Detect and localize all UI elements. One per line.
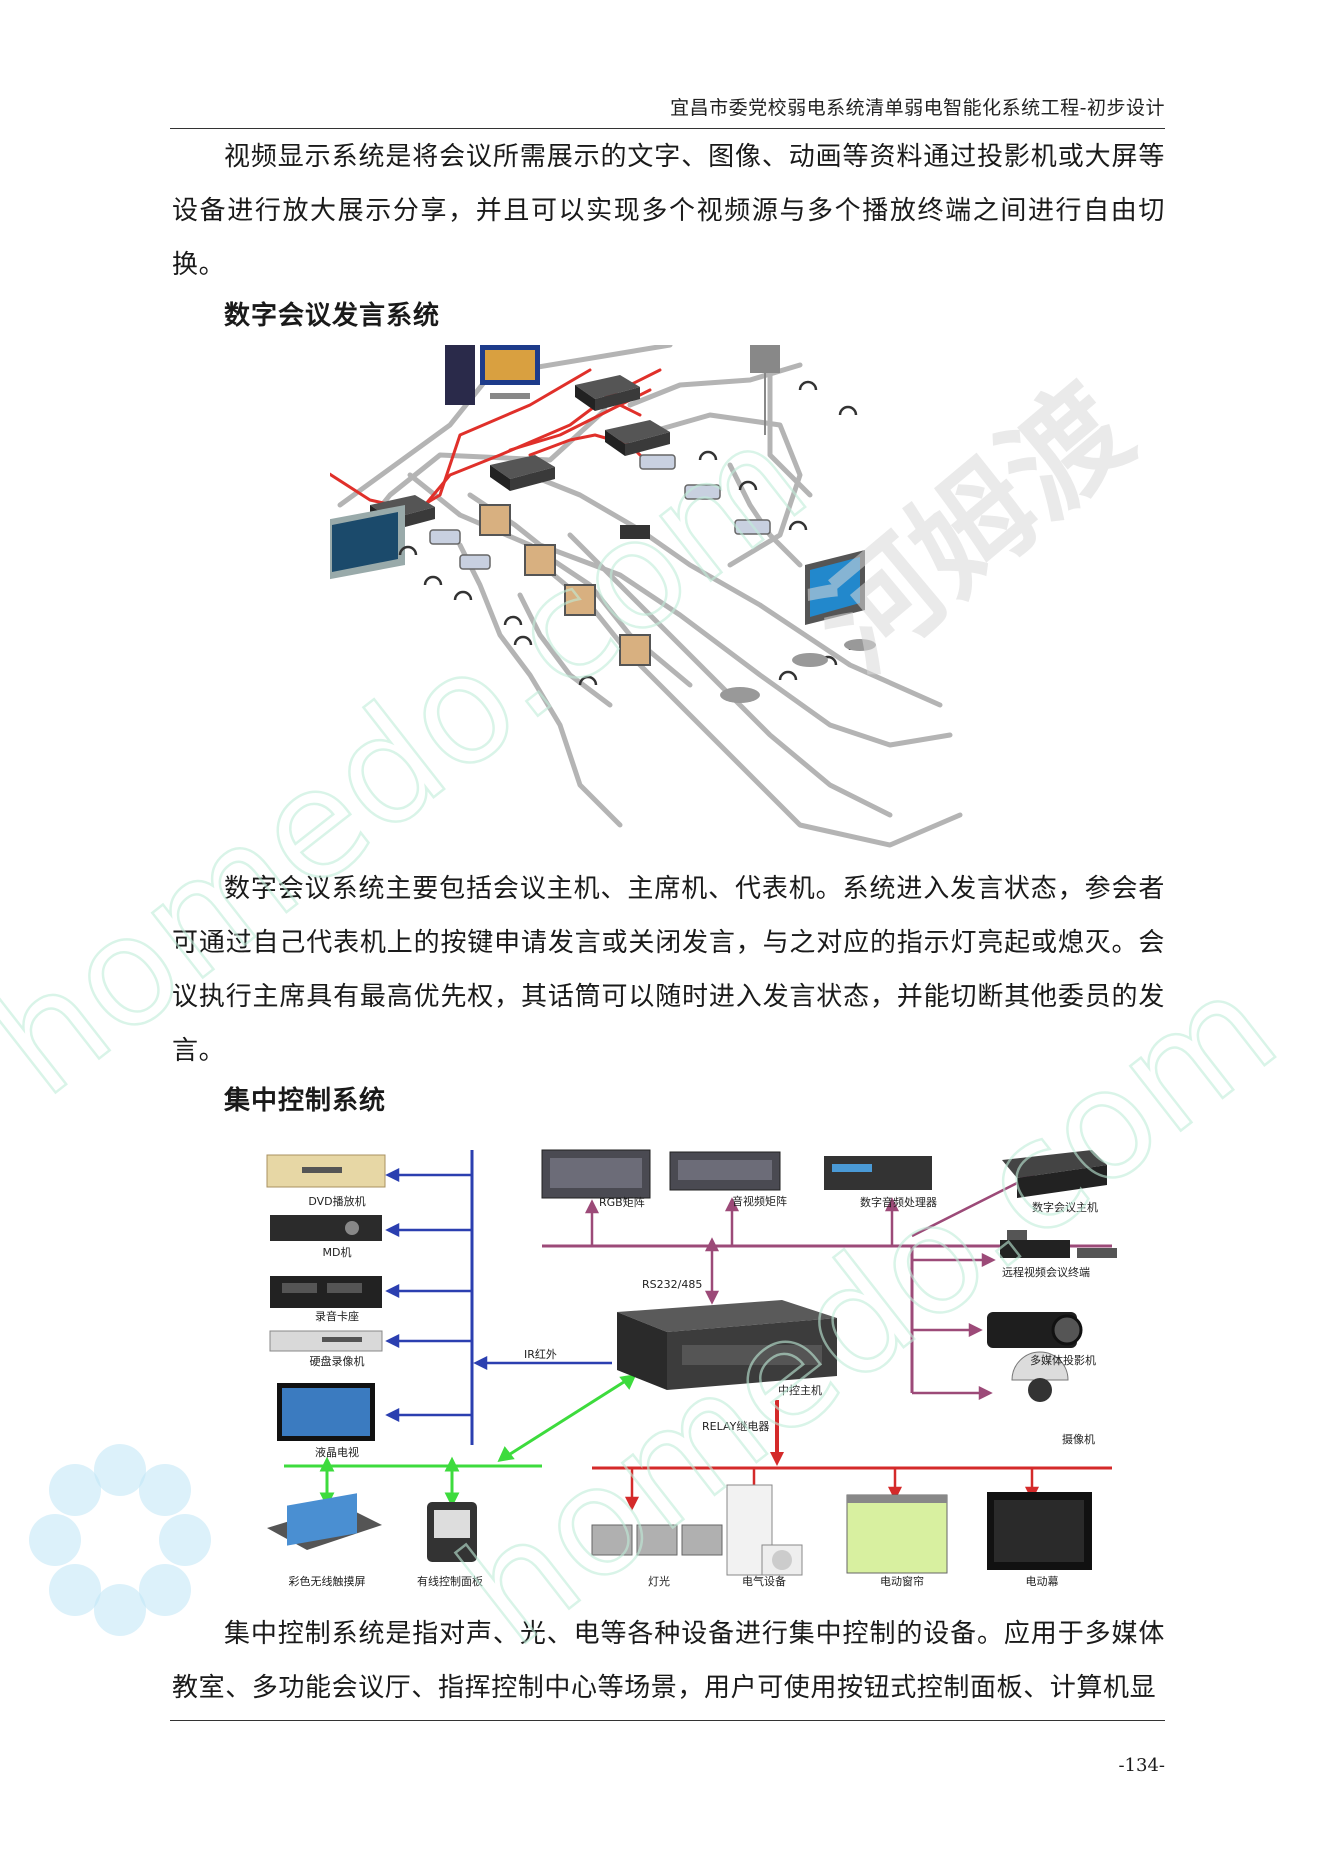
- label-screen: 电动幕: [1026, 1574, 1059, 1588]
- device: [267, 1493, 382, 1550]
- device: [1011, 1351, 1069, 1402]
- device: [277, 1383, 375, 1441]
- paragraph-central-control: 集中控制系统是指对声、光、电等各种设备进行集中控制的设备。应用于多媒体教室、多功…: [172, 1619, 1165, 1703]
- device: [824, 1156, 932, 1190]
- device: [591, 1524, 723, 1556]
- device: [270, 1215, 382, 1241]
- label-lighting: 灯光: [648, 1574, 670, 1588]
- paragraph-video-display: 视频显示系统是将会议所需展示的文字、图像、动画等资料通过投影机或大屏等设备进行放…: [172, 142, 1165, 280]
- heading-central-control: 集中控制系统: [224, 1086, 387, 1116]
- rs232-arrows: [584, 1173, 1036, 1401]
- label-relay: RELAY继电器: [702, 1420, 769, 1433]
- label-lcd-tv: 液晶电视: [315, 1445, 359, 1459]
- label-video-conference: 远程视频会议终端: [1002, 1265, 1090, 1279]
- digital-conference-diagram: [330, 345, 963, 848]
- paragraph-digital-conference: 数字会议系统主要包括会议主机、主席机、代表机。系统进入发言状态，参会者可通过自己…: [172, 874, 1165, 1066]
- device: [846, 1494, 948, 1574]
- header-rule: [170, 128, 1165, 129]
- device: [330, 505, 405, 580]
- label-touchscreen: 彩色无线触摸屏: [289, 1574, 366, 1588]
- device: [605, 420, 670, 456]
- delegate-monitors: [479, 504, 651, 666]
- device: [805, 550, 865, 625]
- camera: [620, 525, 650, 539]
- device: [270, 1276, 382, 1308]
- ir-arrows: [385, 1167, 612, 1423]
- label-md: MD机: [323, 1245, 352, 1259]
- label-camera: 摄像机: [1062, 1432, 1095, 1446]
- gray-cables: [337, 345, 963, 848]
- label-cassette: 录音卡座: [315, 1309, 359, 1323]
- device: [266, 1154, 386, 1188]
- device: [575, 375, 640, 411]
- label-controller: 中控主机: [778, 1383, 822, 1397]
- central-controller: [617, 1300, 837, 1390]
- label-curtain: 电动窗帘: [880, 1574, 924, 1588]
- label-rs232: RS232/485: [642, 1278, 702, 1291]
- label-conference-host: 数字会议主机: [1032, 1200, 1098, 1214]
- device: [987, 1312, 1083, 1348]
- device: [669, 1151, 781, 1191]
- device: [1002, 1150, 1107, 1198]
- device: [987, 1492, 1092, 1570]
- label-control-panel: 有线控制面板: [417, 1574, 483, 1588]
- label-av-matrix: 音视频矩阵: [732, 1194, 787, 1208]
- header-title: 宜昌市委党校弱电系统清单弱电智能化系统工程-初步设计: [670, 97, 1165, 119]
- label-dvr: 硬盘录像机: [310, 1354, 365, 1368]
- label-ir: IR红外: [524, 1348, 557, 1361]
- central-control-diagram: DVD播放机 MD机 录音卡座 硬盘录像机 液晶电视 RGB矩阵 音视频矩阵 数…: [266, 1149, 1117, 1588]
- microphone-bases: [720, 639, 876, 703]
- label-dvd: DVD播放机: [308, 1194, 365, 1208]
- heading-digital-conference: 数字会议发言系统: [224, 301, 441, 331]
- computer: [445, 345, 540, 405]
- device: [750, 345, 780, 435]
- footer-rule: [170, 1720, 1165, 1721]
- label-projector: 多媒体投影机: [1030, 1353, 1096, 1367]
- device: [541, 1149, 651, 1199]
- device: [427, 1502, 477, 1562]
- label-audio-processor: 数字音频处理器: [860, 1195, 937, 1209]
- relay-arrows: [624, 1468, 1040, 1511]
- page-number: -134-: [1118, 1755, 1165, 1776]
- device: [269, 1330, 383, 1352]
- label-electrical: 电气设备: [742, 1574, 786, 1588]
- device: [1000, 1230, 1117, 1258]
- label-rgb-matrix: RGB矩阵: [599, 1195, 645, 1209]
- device: [490, 455, 555, 491]
- device: [726, 1484, 803, 1576]
- delegate-units: [429, 454, 771, 570]
